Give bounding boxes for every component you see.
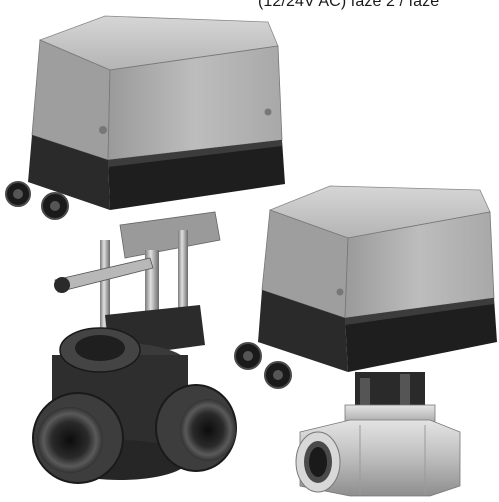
left-actuator — [5, 15, 285, 220]
cable-gland-icon — [234, 342, 292, 389]
left-valve-body — [32, 327, 237, 484]
caption-text: (12/24V AC) faze 2 / faze — [258, 0, 440, 10]
cable-gland-icon — [5, 181, 69, 220]
right-actuator — [234, 185, 497, 412]
right-valve-body — [295, 404, 461, 497]
